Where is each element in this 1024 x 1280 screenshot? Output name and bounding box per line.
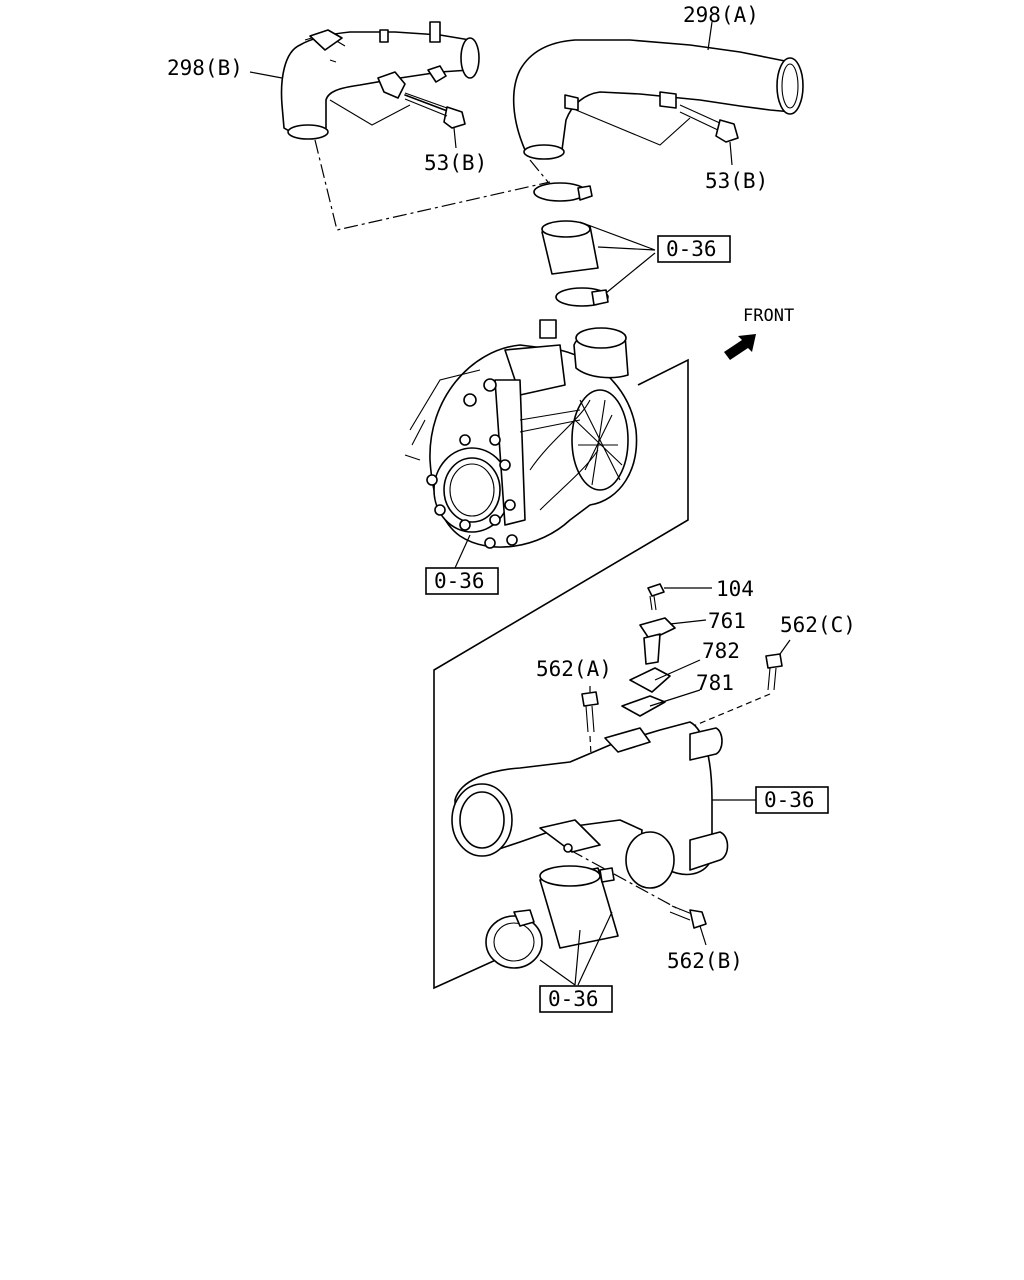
turbocharger: [404, 319, 638, 569]
lower-hose-kit: [485, 865, 619, 986]
leader-lines: [249, 21, 733, 692]
ref-hose-text: 0-36: [666, 237, 717, 261]
ref-box-manifold: 0-36: [755, 786, 829, 814]
bolt-562c: [659, 639, 791, 741]
intake-manifold: [451, 721, 756, 911]
bolt-53b-right: [679, 104, 739, 143]
ref-box-hose: 0-36: [657, 235, 731, 263]
label-782: 782: [702, 639, 740, 663]
bolt-53b-left: [404, 92, 466, 129]
label-53b-right: 53(B): [705, 169, 768, 193]
sensor-hardware: [621, 583, 712, 717]
label-761: 761: [708, 609, 746, 633]
label-298a: 298(A): [683, 3, 759, 27]
label-562a: 562(A): [536, 657, 612, 681]
label-53b-left: 53(B): [424, 151, 487, 175]
assembly-lines-top: [314, 139, 551, 231]
label-104: 104: [716, 577, 754, 601]
front-arrow: [724, 334, 756, 360]
label-562c: 562(C): [780, 613, 856, 637]
ref-lower-hose-text: 0-36: [548, 987, 599, 1011]
label-298b: 298(B): [167, 56, 243, 80]
ref-box-lower-hose: 0-36: [539, 985, 613, 1013]
bolt-562b: [669, 905, 707, 946]
label-front: FRONT: [743, 306, 794, 326]
label-781: 781: [696, 671, 734, 695]
ref-manifold-text: 0-36: [764, 788, 815, 812]
ref-turbo-text: 0-36: [434, 569, 485, 593]
assembly-frame: [433, 358, 689, 990]
label-562b: 562(B): [667, 949, 743, 973]
intake-pipe-298b: [280, 21, 480, 140]
intake-pipe-298a: [512, 39, 804, 160]
ref-box-turbo: 0-36: [425, 567, 499, 595]
hose-kit: [533, 182, 656, 307]
